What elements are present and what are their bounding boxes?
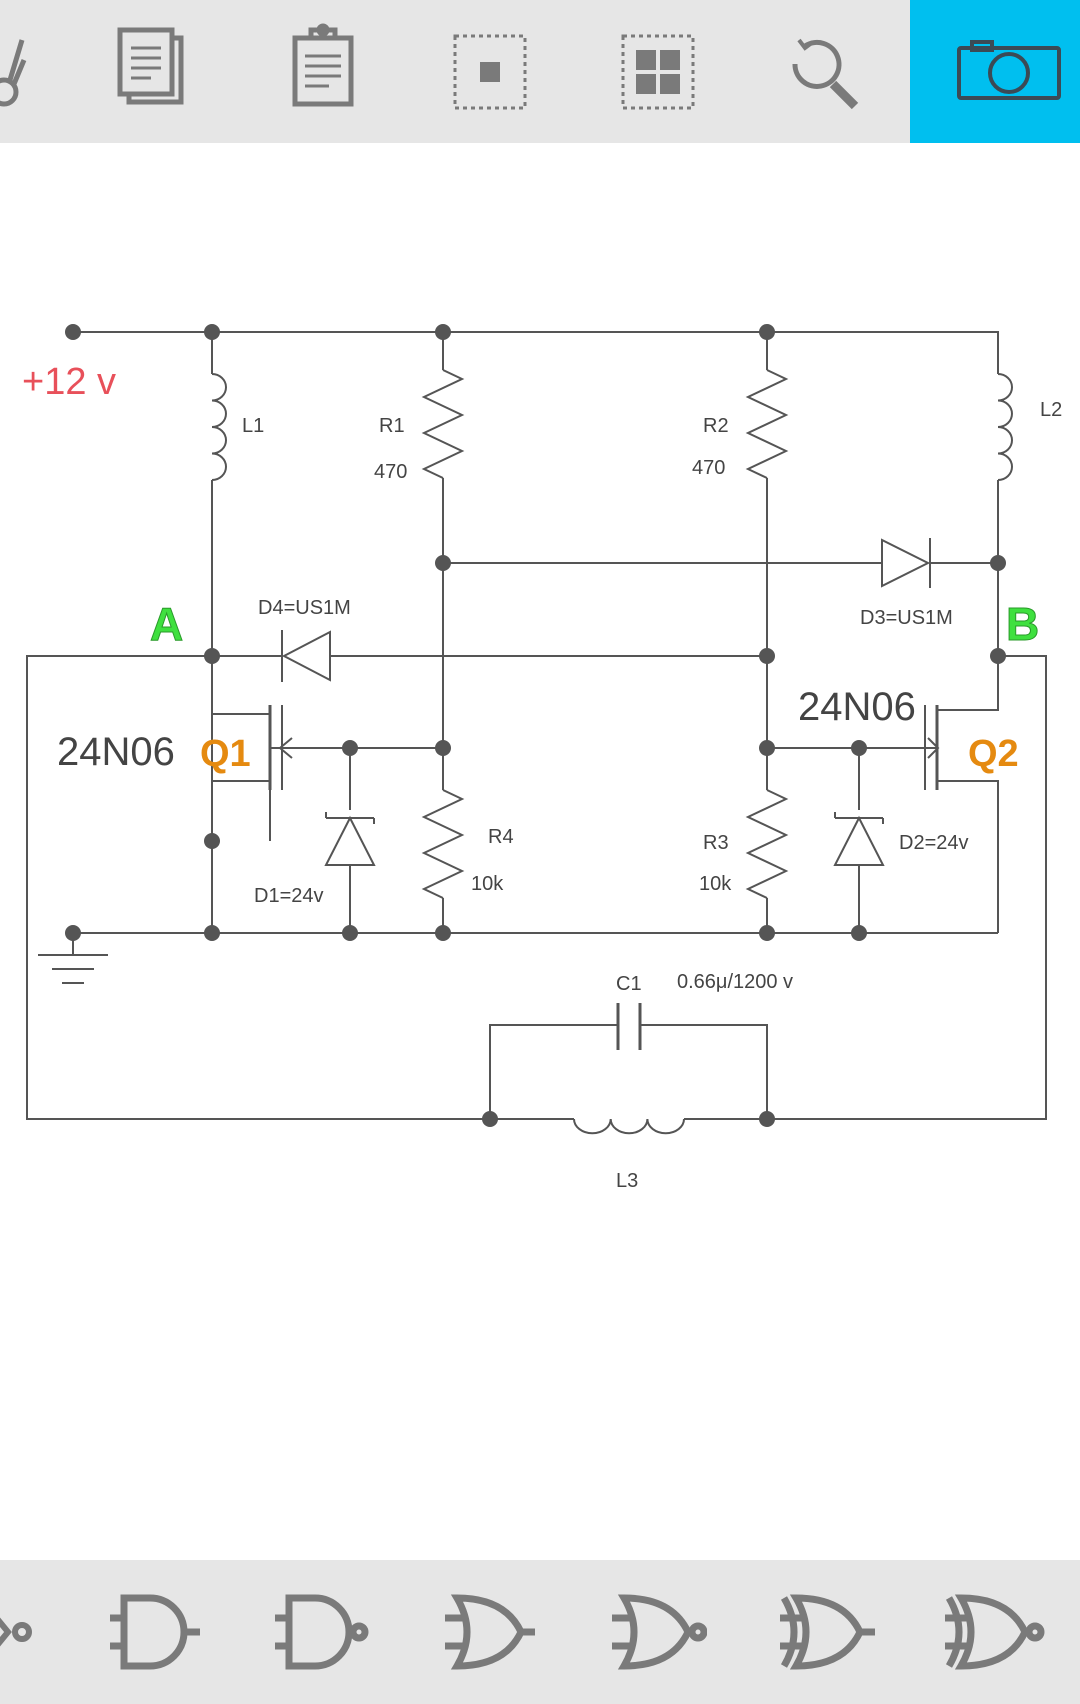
q2-name-label: Q2 xyxy=(968,733,1019,775)
r3-name-label: R3 xyxy=(703,832,729,854)
labels: +12 v L1 L2 L3 R1 470 R2 470 R4 10k R3 1… xyxy=(22,361,1062,1192)
nor-gate-icon[interactable] xyxy=(612,1560,707,1704)
r4-value-label: 10k xyxy=(471,873,504,895)
xnor-gate-icon[interactable] xyxy=(945,1560,1045,1704)
r2-value-label: 470 xyxy=(692,457,725,479)
clipboard-icon[interactable] xyxy=(283,0,363,143)
r1-value-label: 470 xyxy=(374,461,407,483)
r2-name-label: R2 xyxy=(703,415,729,437)
junctions xyxy=(65,324,1006,1127)
l3-label: L3 xyxy=(616,1170,638,1192)
l1-label: L1 xyxy=(242,415,264,437)
copy-icon[interactable] xyxy=(115,0,195,143)
not-gate-icon[interactable] xyxy=(0,1560,40,1704)
and-gate-icon[interactable] xyxy=(110,1560,200,1704)
d4-label: D4=US1M xyxy=(258,597,351,619)
c1-value-label: 0.66μ/1200 v xyxy=(677,971,793,993)
nand-gate-icon[interactable] xyxy=(275,1560,370,1704)
r4-name-label: R4 xyxy=(488,826,514,848)
select-group-icon[interactable] xyxy=(618,0,698,143)
supply-label: +12 v xyxy=(22,361,116,403)
r1-name-label: R1 xyxy=(379,415,405,437)
q1-part-label: 24N06 xyxy=(57,730,175,774)
camera-icon[interactable] xyxy=(910,0,1080,143)
c1-name-label: C1 xyxy=(616,973,642,995)
gates-toolbar xyxy=(0,1560,1080,1704)
select-single-icon[interactable] xyxy=(450,0,530,143)
scissors-icon[interactable] xyxy=(0,0,60,143)
components xyxy=(38,369,1013,1135)
node-b-label: B xyxy=(1006,598,1039,650)
d2-label: D2=24v xyxy=(899,832,969,854)
xor-gate-icon[interactable] xyxy=(780,1560,875,1704)
circuit-canvas[interactable]: +12 v L1 L2 L3 R1 470 R2 470 R4 10k R3 1… xyxy=(0,143,1080,1560)
q2-part-label: 24N06 xyxy=(798,685,916,729)
r3-value-label: 10k xyxy=(699,873,732,895)
q1-name-label: Q1 xyxy=(200,733,251,775)
or-gate-icon[interactable] xyxy=(445,1560,535,1704)
node-a-label: A xyxy=(150,598,183,650)
d3-label: D3=US1M xyxy=(860,607,953,629)
zoom-reset-icon[interactable] xyxy=(785,0,865,143)
l2-label: L2 xyxy=(1040,399,1062,421)
top-toolbar xyxy=(0,0,1080,143)
d1-label: D1=24v xyxy=(254,885,324,907)
